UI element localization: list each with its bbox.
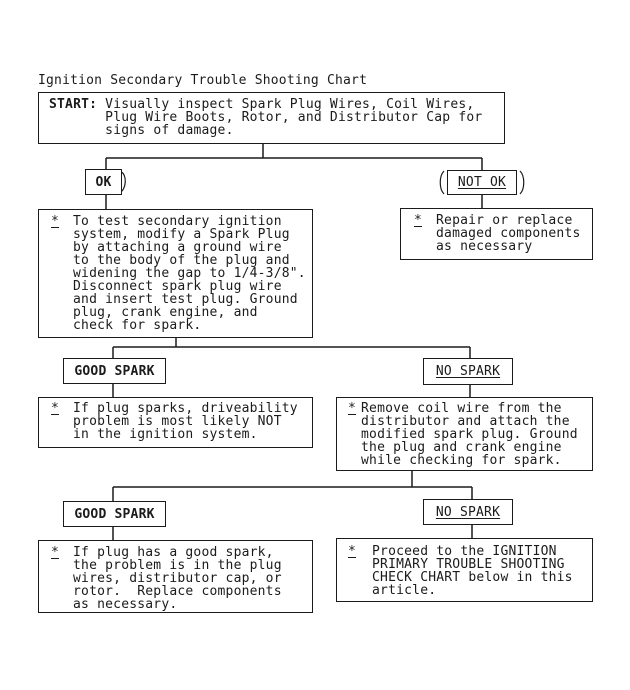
good-spark-2-text: GOOD SPARK (74, 506, 155, 522)
notok-box-curl-right (519, 170, 525, 195)
branch-label-ok: OK (85, 169, 122, 195)
no-spark-1-text: NO SPARK (435, 364, 501, 379)
proceed-node: * Proceed to the IGNITION PRIMARY TROUBL… (336, 538, 593, 602)
start-node: START: Visually inspect Spark Plug Wires… (38, 92, 505, 144)
driveability-text: If plug sparks, driveability problem is … (73, 401, 298, 442)
footnote-asterisk: * (348, 544, 357, 559)
not-ok-label-text: NOT OK (457, 175, 507, 190)
branch-label-no-spark-1: NO SPARK (423, 358, 513, 385)
coil-wire-node: * Remove coil wire from the distributor … (336, 397, 593, 471)
flow-connectors (105, 144, 483, 540)
footnote-asterisk: * (51, 545, 60, 560)
driveability-node: * If plug sparks, driveability problem i… (38, 397, 313, 448)
notok-box-curl-left (439, 170, 445, 195)
ok-label-text: OK (95, 174, 112, 190)
footnote-asterisk: * (348, 401, 357, 416)
repair-node: * Repair or replace damaged components a… (400, 208, 593, 260)
repair-text: Repair or replace damaged components as … (436, 213, 581, 254)
no-spark-2-text: NO SPARK (435, 504, 501, 520)
branch-label-good-spark-1: GOOD SPARK (63, 358, 166, 384)
branch-label-not-ok: NOT OK (447, 170, 517, 195)
plug-wires-node: * If plug has a good spark, the problem … (38, 540, 313, 613)
branch-label-good-spark-2: GOOD SPARK (63, 501, 166, 527)
start-label: START: (49, 97, 98, 112)
branch-label-no-spark-2: NO SPARK (423, 499, 513, 525)
plug-wires-text: If plug has a good spark, the problem is… (73, 545, 282, 612)
proceed-text: Proceed to the IGNITION PRIMARY TROUBLE … (372, 544, 573, 598)
coil-wire-text: Remove coil wire from the distributor an… (361, 401, 578, 468)
test-plug-node: * To test secondary ignition system, mod… (38, 209, 313, 338)
good-spark-1-text: GOOD SPARK (74, 363, 155, 379)
test-plug-text: To test secondary ignition system, modif… (73, 214, 306, 333)
chart-title: Ignition Secondary Trouble Shooting Char… (38, 73, 368, 88)
footnote-asterisk: * (51, 214, 60, 229)
footnote-asterisk: * (51, 401, 60, 416)
footnote-asterisk: * (414, 213, 423, 228)
start-text: Visually inspect Spark Plug Wires, Coil … (105, 97, 483, 138)
